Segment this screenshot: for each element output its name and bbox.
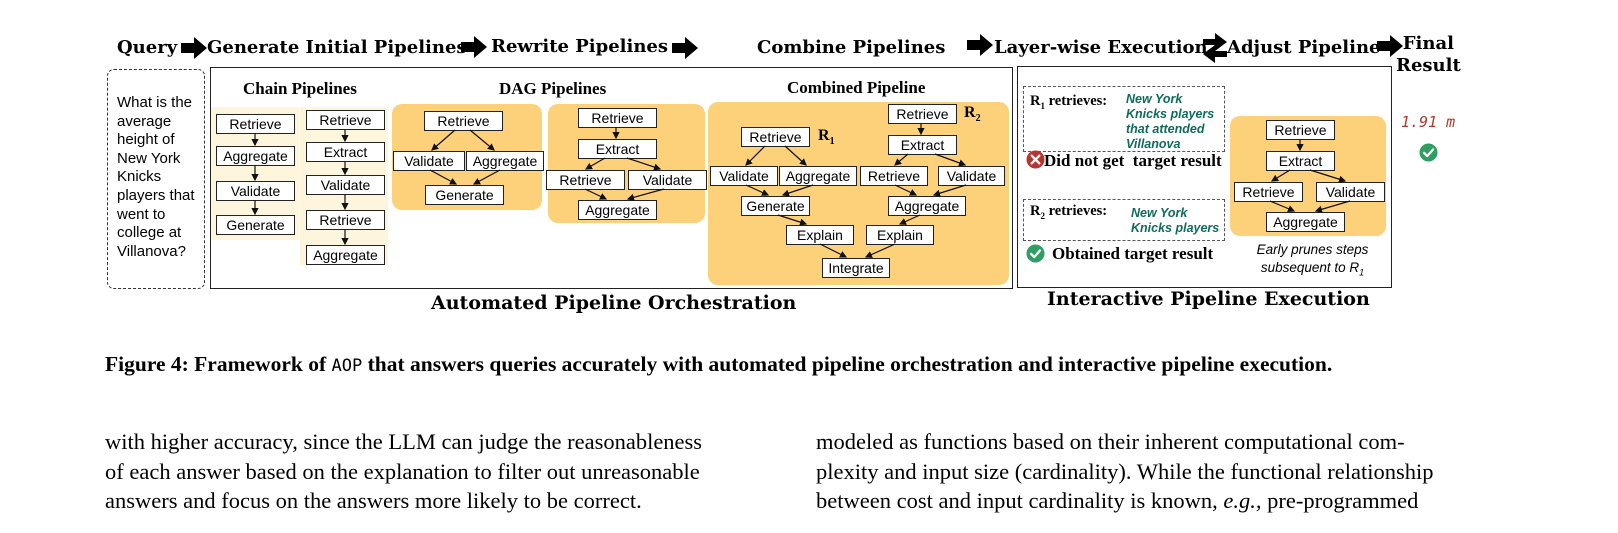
r2-result-text: New York Knicks players: [1131, 206, 1220, 235]
node-validate: Validate: [710, 166, 778, 186]
query-text: What is the average height of New York K…: [117, 94, 195, 260]
arrow-right-icon: [181, 37, 207, 59]
node-aggregate: Aggregate: [466, 151, 544, 171]
body-line: between cost and input cardinality is kn…: [816, 488, 1419, 513]
r1-label: R1 retrieves:: [1030, 93, 1108, 111]
stage-layerwise: Layer-wise Execution: [994, 37, 1208, 58]
node-extract: Extract: [578, 139, 657, 159]
stage-rewrite: Rewrite Pipelines: [491, 36, 669, 57]
query-box: [107, 69, 205, 289]
combined-pipeline-title: Combined Pipeline: [787, 78, 926, 97]
node-extract: Extract: [306, 142, 385, 162]
dag-pipelines-title: DAG Pipelines: [499, 79, 607, 98]
node-validate: Validate: [1316, 182, 1385, 202]
arrow-right-icon: [967, 34, 993, 56]
node-generate: Generate: [216, 215, 295, 235]
node-retrieve: Retrieve: [424, 111, 503, 131]
fail-text: Did not get target result: [1044, 151, 1222, 170]
success-check-icon: [1419, 143, 1438, 162]
stage-final: Final Result: [1396, 33, 1461, 76]
execution-frame: [1017, 66, 1392, 288]
node-retrieve: Retrieve: [860, 166, 928, 186]
body-line: answers and focus on the answers more li…: [105, 488, 642, 513]
node-explain: Explain: [866, 225, 934, 245]
success-check-icon: [1026, 244, 1045, 263]
r2-marker: R2: [964, 104, 981, 125]
node-validate: Validate: [938, 166, 1005, 186]
node-retrieve: Retrieve: [1234, 182, 1303, 202]
node-retrieve: Retrieve: [741, 127, 810, 147]
node-validate: Validate: [393, 151, 465, 171]
node-aggregate: Aggregate: [306, 245, 385, 265]
r2-retrieval-box: [1023, 199, 1225, 241]
node-aggregate: Aggregate: [216, 146, 295, 166]
final-result-value: 1.91 m: [1401, 113, 1456, 131]
r2-label: R2 retrieves:: [1030, 203, 1108, 221]
node-retrieve: Retrieve: [306, 110, 385, 130]
node-retrieve: Retrieve: [1266, 120, 1335, 140]
arrow-right-icon: [672, 37, 698, 59]
success-text: Obtained target result: [1052, 244, 1214, 263]
node-retrieve: Retrieve: [306, 210, 385, 230]
node-retrieve: Retrieve: [888, 104, 957, 124]
node-validate: Validate: [628, 170, 707, 190]
node-generate: Generate: [425, 185, 504, 205]
body-line: modeled as functions based on their inhe…: [816, 429, 1405, 454]
node-extract: Extract: [1266, 151, 1335, 171]
arrow-right-icon: [461, 36, 487, 58]
orchestration-section-label: Automated Pipeline Orchestration: [431, 292, 797, 314]
node-aggregate: Aggregate: [779, 166, 857, 186]
node-aggregate: Aggregate: [1266, 212, 1345, 232]
body-line: plexity and input size (cardinality). Wh…: [816, 458, 1434, 484]
node-validate: Validate: [306, 175, 385, 195]
arrow-right-icon: [1377, 35, 1403, 57]
chain-pipelines-title: Chain Pipelines: [243, 79, 357, 98]
r1-retrieval-box: [1023, 86, 1225, 152]
node-retrieve: Retrieve: [578, 108, 657, 128]
node-generate: Generate: [741, 196, 810, 216]
node-explain: Explain: [786, 225, 854, 245]
stage-combine: Combine Pipelines: [757, 37, 946, 58]
prune-note: Early prunes steps subsequent to R1: [1256, 242, 1369, 278]
stage-query: Query: [117, 37, 178, 58]
figure-caption: Figure 4: Framework of AOP that answers …: [105, 352, 1333, 376]
swap-arrows-icon: [1203, 33, 1227, 63]
body-column-left: with higher accuracy, since the LLM can …: [105, 427, 785, 516]
node-extract: Extract: [888, 135, 957, 155]
r1-result-text: New York Knicks players that attended Vi…: [1126, 92, 1215, 151]
body-column-right: modeled as functions based on their inhe…: [816, 427, 1496, 516]
orchestration-frame: [210, 67, 1013, 289]
stage-generate: Generate Initial Pipelines: [207, 37, 467, 58]
r1-marker: R1: [818, 127, 835, 148]
node-aggregate: Aggregate: [578, 200, 657, 220]
node-aggregate: Aggregate: [888, 196, 966, 216]
body-line: of each answer based on the explanation …: [105, 458, 700, 484]
fail-x-icon: [1026, 150, 1045, 169]
body-line: with higher accuracy, since the LLM can …: [105, 429, 703, 454]
stage-adjust: Adjust Pipeline: [1227, 37, 1381, 58]
execution-section-label: Interactive Pipeline Execution: [1047, 288, 1370, 310]
system-name: AOP: [331, 356, 363, 376]
node-integrate: Integrate: [822, 258, 890, 278]
